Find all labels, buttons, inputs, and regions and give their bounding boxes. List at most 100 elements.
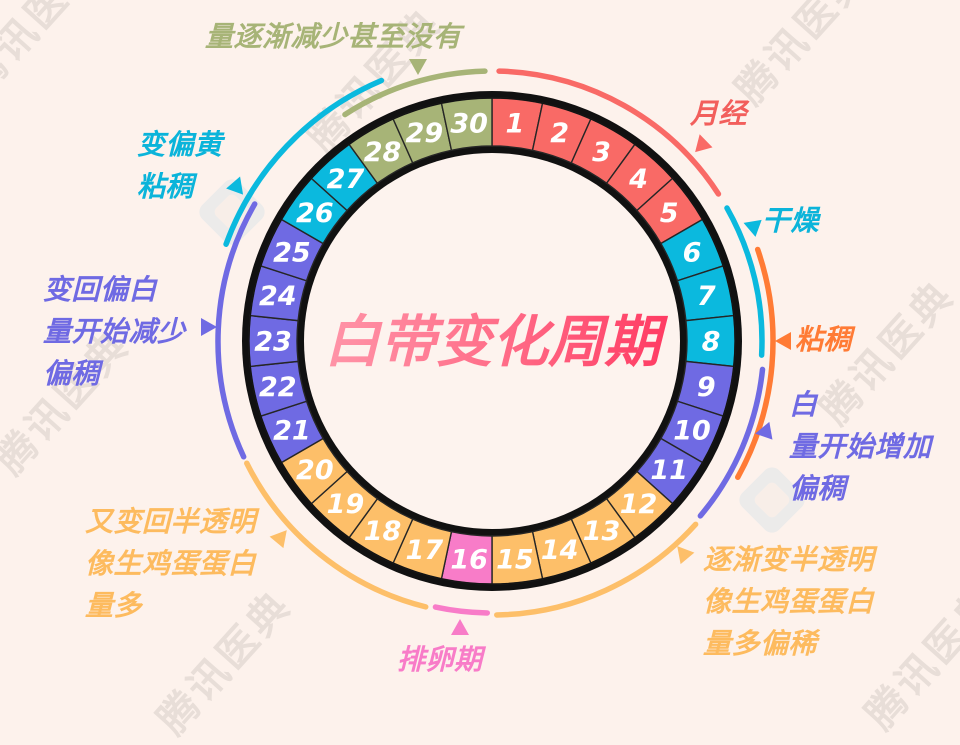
annotation-line: 又变回半透明 bbox=[85, 505, 257, 538]
translucent-more-pointer-icon bbox=[269, 530, 287, 549]
annotation-line: 量开始减少 bbox=[43, 315, 186, 348]
day-segment-30: 30 bbox=[440, 97, 493, 152]
day-number: 12 bbox=[620, 489, 658, 520]
day-number: 24 bbox=[259, 281, 297, 312]
day-segment-20: 20 bbox=[280, 437, 349, 505]
ring-inner-disk bbox=[304, 153, 680, 529]
translucent-more-arc bbox=[244, 460, 429, 610]
annotation-yellow-sticky: 变偏黄 粘稠 bbox=[137, 124, 223, 208]
annotation-line: 量多 bbox=[85, 589, 143, 622]
annotation-line: 排卵期 bbox=[397, 643, 483, 676]
day-number: 8 bbox=[702, 327, 721, 358]
annotation-dry: 干燥 bbox=[762, 200, 819, 242]
dry-pointer-icon bbox=[743, 219, 762, 237]
annotation-translucent-more: 又变回半透明 像生鸡蛋蛋白 量多 bbox=[85, 501, 256, 627]
white-discharge-cycle-diagram: 腾讯医典腾讯医典腾讯医典腾讯医典腾讯医典腾讯医典腾讯医典腾讯医典 1234567… bbox=[0, 0, 960, 698]
day-number: 7 bbox=[697, 281, 716, 312]
day-segment-17: 17 bbox=[392, 518, 453, 580]
decreasing-arc bbox=[342, 68, 488, 118]
day-segment-2: 2 bbox=[531, 102, 592, 164]
annotation-ovulation: 排卵期 bbox=[397, 639, 483, 681]
day-segment-9: 9 bbox=[676, 360, 735, 417]
annotation-line: 量逐渐减少甚至没有 bbox=[205, 20, 462, 53]
day-segment-14: 14 bbox=[531, 518, 592, 580]
sticky-pointer-icon bbox=[775, 332, 791, 350]
menstruation-arc bbox=[496, 68, 722, 197]
day-number: 30 bbox=[450, 109, 488, 140]
annotation-line: 像生鸡蛋蛋白 bbox=[703, 585, 875, 618]
annotation-sticky: 粘稠 bbox=[795, 319, 852, 361]
annotation-line: 月经 bbox=[690, 97, 748, 130]
annotation-line: 粘稠 bbox=[137, 170, 195, 203]
annotation-white-increase: 白 量开始增加 偏稠 bbox=[789, 384, 932, 510]
day-number: 15 bbox=[496, 544, 534, 575]
day-segment-4: 4 bbox=[605, 143, 674, 212]
annotation-menstruation: 月经 bbox=[690, 93, 747, 135]
annotation-line: 量多偏稀 bbox=[703, 627, 818, 660]
phase-arcs bbox=[215, 68, 776, 618]
day-number: 22 bbox=[259, 372, 297, 403]
day-segment-24: 24 bbox=[249, 265, 308, 322]
day-segment-22: 22 bbox=[249, 360, 308, 417]
day-number: 2 bbox=[550, 118, 569, 149]
day-number: 26 bbox=[296, 198, 334, 229]
day-number: 29 bbox=[406, 118, 444, 149]
annotation-line: 白 bbox=[789, 388, 818, 421]
phase-pointers bbox=[201, 59, 791, 635]
annotation-decreasing: 量逐渐减少甚至没有 bbox=[205, 16, 462, 58]
annotation-translucent-thin: 逐渐变半透明 像生鸡蛋蛋白 量多偏稀 bbox=[703, 539, 874, 665]
day-number: 1 bbox=[505, 109, 524, 140]
day-segment-29: 29 bbox=[392, 102, 453, 164]
yellow-sticky-arc bbox=[223, 77, 385, 247]
day-segment-15: 15 bbox=[491, 530, 544, 585]
translucent-thin-pointer-icon bbox=[677, 546, 695, 565]
day-number: 6 bbox=[683, 237, 702, 268]
day-number: 14 bbox=[541, 535, 579, 566]
day-number: 20 bbox=[296, 455, 334, 486]
annotation-line: 偏稠 bbox=[43, 357, 101, 390]
white-increase-arc bbox=[697, 366, 766, 519]
annotation-line: 变偏黄 bbox=[137, 128, 223, 161]
white-decrease-pointer-icon bbox=[201, 318, 217, 336]
translucent-thin-arc bbox=[494, 521, 699, 618]
day-number: 4 bbox=[628, 164, 648, 195]
day-number: 5 bbox=[660, 198, 679, 229]
day-number: 27 bbox=[327, 164, 365, 195]
day-number: 3 bbox=[592, 137, 611, 168]
yellow-sticky-pointer-icon bbox=[226, 176, 244, 195]
annotation-line: 粘稠 bbox=[795, 323, 853, 356]
day-number: 28 bbox=[364, 137, 402, 168]
ovulation-arc bbox=[432, 604, 491, 616]
ring-band-edge bbox=[248, 97, 736, 585]
day-number: 16 bbox=[450, 544, 488, 575]
day-segment-23: 23 bbox=[248, 314, 299, 368]
day-number: 18 bbox=[364, 516, 402, 547]
white-increase-pointer-icon bbox=[755, 421, 773, 440]
annotation-white-decrease: 变回偏白 量开始减少 偏稠 bbox=[43, 269, 186, 395]
annotation-line: 变回偏白 bbox=[43, 273, 158, 306]
day-number: 10 bbox=[673, 416, 711, 447]
annotation-line: 逐渐变半透明 bbox=[703, 543, 875, 576]
page-title: 白带变化周期 bbox=[312, 308, 672, 378]
menstruation-pointer-icon bbox=[695, 134, 713, 153]
day-number: 25 bbox=[273, 237, 311, 268]
white-decrease-arc bbox=[215, 201, 258, 460]
day-segment-21: 21 bbox=[260, 400, 325, 464]
day-number: 13 bbox=[583, 516, 621, 547]
dry-arc bbox=[724, 205, 765, 358]
day-number: 23 bbox=[254, 327, 292, 358]
day-number: 9 bbox=[697, 372, 716, 403]
day-number: 19 bbox=[327, 489, 365, 520]
ovulation-pointer-icon bbox=[451, 619, 469, 635]
sticky-arc bbox=[735, 246, 776, 480]
annotation-line: 偏稠 bbox=[789, 472, 847, 505]
annotation-line: 干燥 bbox=[762, 204, 820, 237]
annotation-line: 像生鸡蛋蛋白 bbox=[85, 547, 257, 580]
day-segment-6: 6 bbox=[659, 218, 724, 282]
decreasing-pointer-icon bbox=[409, 59, 427, 75]
day-number: 17 bbox=[406, 535, 444, 566]
day-segment-8: 8 bbox=[685, 314, 736, 368]
day-number: 21 bbox=[273, 416, 311, 447]
